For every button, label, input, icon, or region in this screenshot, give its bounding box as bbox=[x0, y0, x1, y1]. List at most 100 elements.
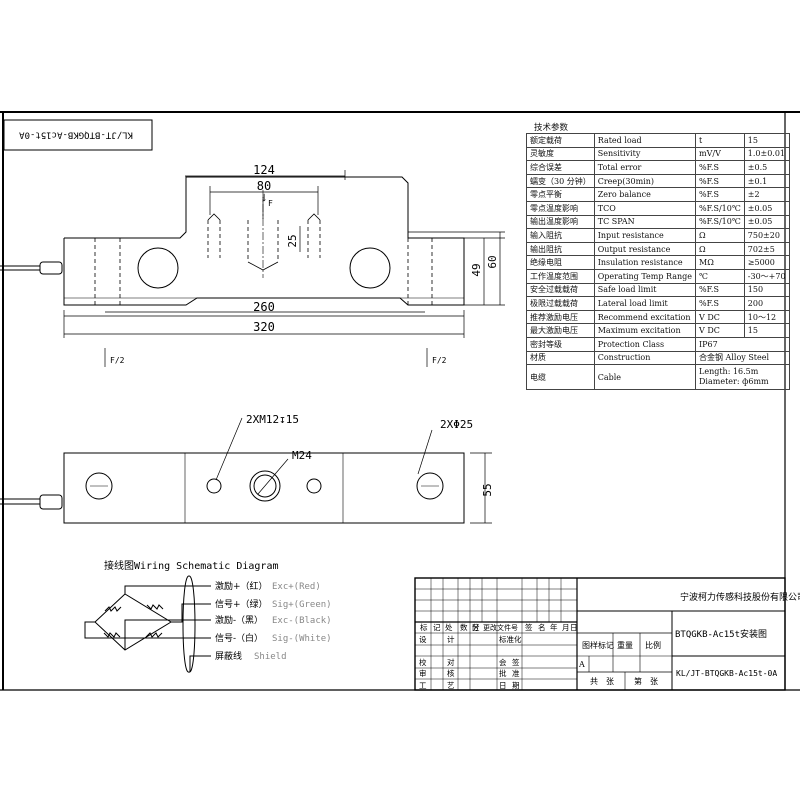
tb-row1-b: 计 bbox=[447, 634, 455, 644]
wire-sig-plus-cn: 信号+（绿） bbox=[215, 598, 268, 610]
tb-stage-label: 图样标记 bbox=[582, 640, 614, 650]
spec-cell-unit: ℃ bbox=[695, 268, 745, 284]
spec-cell-cn: 输出温度影响 bbox=[526, 214, 595, 230]
dim-49: 49 bbox=[470, 263, 483, 276]
tb-row2-d: 签 bbox=[512, 657, 520, 667]
tb-row4-b: 艺 bbox=[447, 681, 455, 690]
tb-company-name: 宁波柯力传感科技股份有限公司 bbox=[680, 591, 800, 603]
spec-cell-en: Creep(30min) bbox=[593, 173, 697, 189]
spec-cell-cn: 工作温度范围 bbox=[526, 268, 595, 284]
spec-cell-unit: %F.S/10℃ bbox=[695, 200, 745, 216]
spec-cell-en: Maximum excitation bbox=[593, 323, 697, 338]
dim-25: 25 bbox=[286, 234, 299, 247]
spec-row: 蠕变（30 分钟）Creep(30min)%F.S±0.1 bbox=[526, 173, 790, 189]
spec-cell-unit: MΩ bbox=[695, 255, 745, 270]
spec-cell-value: 10～12 bbox=[743, 309, 790, 325]
spec-cell-en: Insulation resistance bbox=[593, 255, 697, 270]
cable-length: Length: 16.5m bbox=[699, 367, 759, 377]
tb-rev-h8: 签 bbox=[525, 622, 533, 632]
spec-cell-en: Input resistance bbox=[593, 228, 697, 243]
wire-exc-plus-en: Exc+(Red) bbox=[272, 582, 321, 592]
spec-cell-value: -30～+70 bbox=[743, 268, 790, 284]
spec-cell-cn: 材质 bbox=[526, 350, 595, 366]
spec-cell-en: Sensitivity bbox=[593, 146, 697, 162]
tb-row2-b: 对 bbox=[447, 657, 455, 667]
dim-320: 320 bbox=[253, 320, 275, 334]
spec-cell-unit: Ω bbox=[695, 228, 745, 243]
spec-cell-en: Recommend excitation bbox=[593, 309, 697, 325]
tb-rev-h3: 处 bbox=[445, 622, 453, 632]
rotated-code-label: KL/JT-BTQGKB-Ac15t-0A bbox=[19, 130, 133, 140]
spec-cell-en: TC SPAN bbox=[593, 214, 697, 230]
dim-260: 260 bbox=[253, 300, 275, 314]
tb-product-title: BTQGKB-Ac15t安装图 bbox=[675, 628, 767, 640]
dim-60: 60 bbox=[486, 255, 499, 268]
wiring-schematic bbox=[84, 575, 211, 673]
spec-cell-cn: 灵敏度 bbox=[526, 146, 595, 162]
spec-cell-en: TCO bbox=[593, 200, 697, 216]
wire-sig-minus-cn: 信号-（白） bbox=[215, 632, 263, 644]
spec-cell-en: Protection Class bbox=[593, 336, 697, 352]
tb-rev-h6: 区 bbox=[472, 623, 480, 632]
tb-row3-c: 批 bbox=[499, 668, 507, 678]
tb-row2-a: 校 bbox=[419, 657, 427, 667]
tb-rev-h5: 分 bbox=[472, 623, 480, 632]
spec-cell-cn: 输出阻抗 bbox=[526, 241, 595, 257]
spec-cell-cn: 蠕变（30 分钟） bbox=[526, 173, 595, 189]
tb-rev-h7: 更改文件号 bbox=[483, 623, 518, 632]
spec-cell-cable-en: Cable bbox=[593, 364, 697, 391]
force-arrow-down-icon: ↓ bbox=[260, 193, 269, 204]
tb-sheet-no-label: 第 张 bbox=[634, 676, 658, 686]
wire-shield-en: Shield bbox=[254, 652, 287, 662]
tb-row3-a: 审 bbox=[419, 668, 427, 678]
force-f2-left-label: F/2 bbox=[110, 356, 125, 365]
wire-exc-plus-cn: 激励+（红） bbox=[215, 580, 268, 592]
spec-cell-en: Safe load limit bbox=[593, 282, 697, 298]
spec-cell-value: 1.0±0.01 bbox=[743, 146, 790, 162]
spec-cell-cn: 极限过载载荷 bbox=[526, 296, 595, 311]
spec-cell-cable-cn: 电缆 bbox=[526, 364, 595, 391]
spec-cell-value: 702±5 bbox=[743, 241, 790, 257]
spec-cell-unit: Ω bbox=[695, 241, 745, 257]
spec-cell-value: 15 bbox=[743, 133, 790, 148]
spec-cell-en: Operating Temp Range bbox=[593, 268, 697, 284]
dim-80: 80 bbox=[257, 179, 271, 193]
spec-cell-value: 200 bbox=[743, 296, 790, 311]
tb-row2-c: 会 bbox=[499, 657, 507, 667]
tb-sheets-label: 共 张 bbox=[590, 677, 614, 686]
spec-cell-en: Lateral load limit bbox=[593, 296, 697, 311]
tb-row3-b: 核 bbox=[447, 668, 455, 678]
tb-drawing-code: KL/JT-BTQGKB-Ac15t-0A bbox=[676, 669, 777, 678]
spec-cell-en: Rated load bbox=[593, 133, 697, 148]
tb-weight-label: 重量 bbox=[617, 640, 633, 650]
spec-cell-cn: 密封等级 bbox=[526, 336, 595, 352]
spec-cell-unit: %F.S bbox=[695, 173, 745, 189]
spec-cell-unit: V DC bbox=[695, 309, 745, 325]
dim-2xm12: 2XM12↧15 bbox=[246, 413, 299, 426]
spec-cell-cn: 绝缘电阻 bbox=[526, 255, 595, 270]
tb-row1-a: 设 bbox=[419, 634, 427, 644]
title-block bbox=[414, 577, 786, 691]
spec-cell-value: ±0.05 bbox=[743, 214, 790, 230]
rotated-code-box: KL/JT-BTQGKB-Ac15t-0A bbox=[3, 119, 153, 151]
tb-rev-h10: 年 bbox=[550, 622, 558, 632]
spec-cell-cn: 零点平衡 bbox=[526, 187, 595, 202]
spec-cell-cn: 安全过载载荷 bbox=[526, 282, 595, 298]
spec-cell-value: 750±20 bbox=[743, 228, 790, 243]
wire-exc-minus-en: Exc-(Black) bbox=[272, 616, 332, 626]
wire-sig-plus-en: Sig+(Green) bbox=[272, 600, 332, 610]
spec-cell-cn: 输入阻抗 bbox=[526, 228, 595, 243]
tb-rev-h12: 日 bbox=[570, 623, 578, 632]
